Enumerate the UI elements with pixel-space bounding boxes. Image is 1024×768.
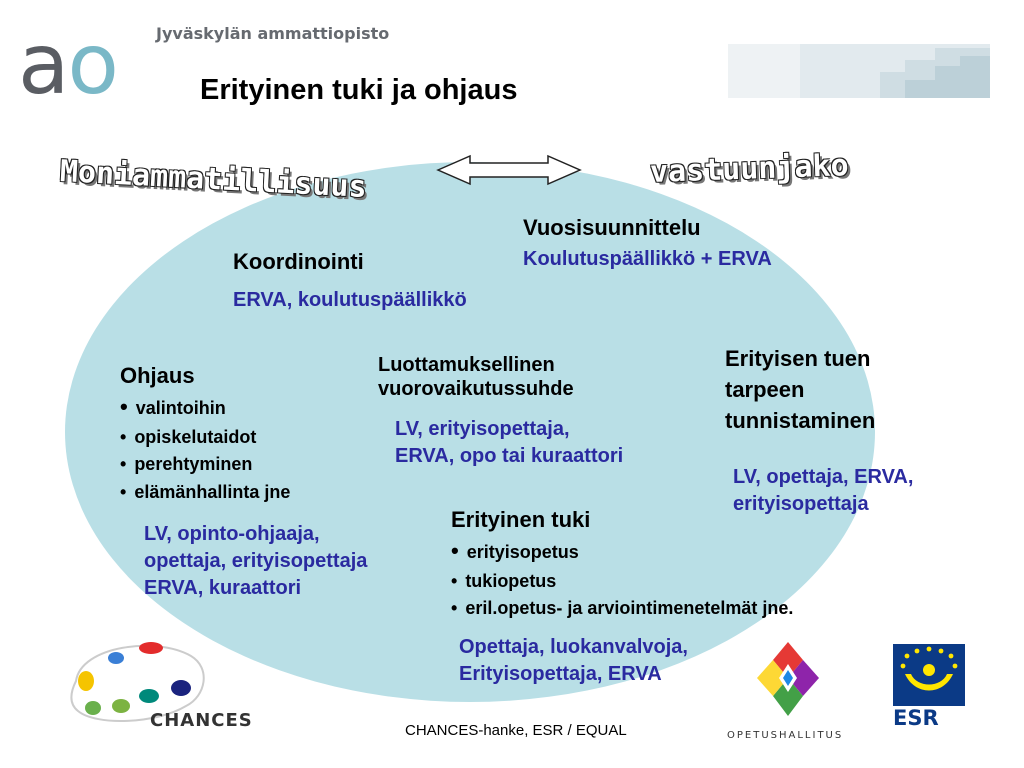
list-item: eril.opetus- ja arviointimenetelmät jne. [451,595,793,623]
people-line: ERVA, opo tai kuraattori [395,445,624,467]
koordinointi-people: ERVA, koulutuspäällikkö [233,289,467,311]
erityinen-tuki-section: Erityinen tuki erityisopetus tukiopetus … [451,506,793,623]
people-line: Opettaja, luokanvalvoja, [459,636,688,658]
opetushallitus-wordmark: OPETUSHALLITUS [727,730,844,741]
list-item: perehtyminen [120,451,290,479]
heading-line: vuorovaikutussuhde [378,378,574,401]
ao-logo: ao [18,22,119,106]
ohjaus-list: valintoihin opiskelutaidot perehtyminen … [120,390,290,508]
heading-line: Erityisen tuen [725,346,871,371]
heading-line: tunnistaminen [725,407,876,433]
people-line: LV, erityisopettaja, [395,418,570,440]
erityinen-tuki-list: erityisopetus tukiopetus eril.opetus- ja… [451,534,793,624]
tunnistaminen-people: LV, opettaja, ERVA, erityisopettaja [733,464,913,518]
chances-palette-logo [70,642,205,723]
people-line: Erityisopettaja, ERVA [459,663,662,685]
wordart-vastuunjako: vastuunjako [649,148,850,190]
footer-text: CHANCES-hanke, ESR / EQUAL [405,722,627,739]
erityinen-tuki-heading: Erityinen tuki [451,507,591,532]
list-item: elämänhallinta jne [120,479,290,507]
decorative-stairs [728,44,990,98]
people-line: opettaja, erityisopettaja [144,550,368,572]
esr-eu-logo [893,644,965,706]
ohjaus-people: LV, opinto-ohjaaja, opettaja, erityisope… [144,521,367,602]
chances-wordmark: CHANCES [150,710,253,731]
luottamus-people: LV, erityisopettaja, ERVA, opo tai kuraa… [395,416,623,470]
logo-letter-o: o [67,15,118,113]
luottamus-heading: Luottamuksellinen vuorovaikutussuhde [378,353,574,402]
esr-wordmark: ESR [893,706,939,730]
heading-line: tarpeen [725,376,805,402]
erityinen-tuki-people: Opettaja, luokanvalvoja, Erityisopettaja… [459,634,688,688]
list-item: valintoihin [120,390,290,424]
double-arrow-icon [436,154,582,186]
list-item: opiskelutaidot [120,424,290,452]
people-line: LV, opettaja, ERVA, [733,466,914,488]
list-item: tukiopetus [451,568,793,596]
ohjaus-heading: Ohjaus [120,363,195,388]
heading-line: Luottamuksellinen [378,354,555,376]
school-name: Jyväskylän ammattiopisto [156,24,390,43]
ohjaus-section: Ohjaus valintoihin opiskelutaidot pereht… [120,362,290,507]
koordinointi-heading: Koordinointi [233,249,364,274]
opetushallitus-diamond-logo [757,642,819,716]
vuosisuunnittelu-people: Koulutuspäällikkö + ERVA [523,248,772,270]
people-line: ERVA, kuraattori [144,577,302,599]
page-title: Erityinen tuki ja ohjaus [200,74,518,106]
vuosisuunnittelu-heading: Vuosisuunnittelu [523,215,701,240]
tunnistaminen-heading: Erityisen tuen tarpeen tunnistaminen [725,344,875,436]
logo-letter-a: a [18,15,70,113]
list-item: erityisopetus [451,534,793,568]
people-line: LV, opinto-ohjaaja, [144,523,320,545]
people-line: erityisopettaja [733,493,869,515]
